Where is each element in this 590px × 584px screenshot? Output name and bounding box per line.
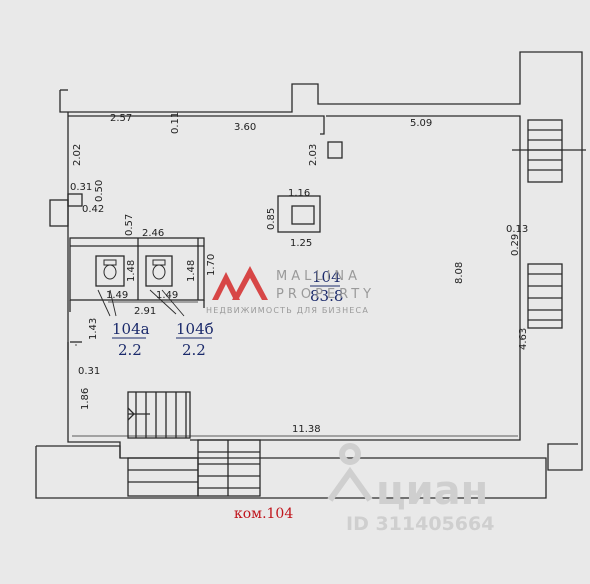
stair-right-upper bbox=[527, 119, 563, 183]
walls bbox=[35, 51, 586, 499]
dim-11-38: 11.38 bbox=[292, 424, 321, 435]
dim-0-57: 0.57 bbox=[124, 214, 135, 236]
watermark-brand2: PROPERTY bbox=[276, 287, 375, 302]
dim-2-46: 2.46 bbox=[142, 228, 164, 239]
dim-0-85: 0.85 bbox=[266, 208, 277, 230]
dim-1-49-b: 1.49 bbox=[156, 290, 178, 301]
stair-block-left bbox=[127, 391, 191, 439]
inner-wall-top bbox=[68, 115, 325, 135]
outer-wall-top bbox=[59, 51, 583, 471]
column-left bbox=[49, 199, 69, 227]
stair-block-bottom-right bbox=[197, 439, 261, 497]
cian-logo-icon bbox=[327, 443, 373, 502]
ventilation-shaft bbox=[277, 195, 321, 233]
room-104a-number: 104a bbox=[112, 320, 150, 338]
wall-niche bbox=[327, 141, 343, 159]
wc-b-enclosure bbox=[145, 255, 173, 287]
watermark-cian-id: ID 311405664 bbox=[346, 513, 494, 535]
wc-a-enclosure bbox=[95, 255, 125, 287]
room-104-number: 104 bbox=[312, 268, 341, 286]
dim-1-25: 1.25 bbox=[290, 238, 312, 249]
dim-1-48-a: 1.48 bbox=[126, 260, 137, 282]
dim-2-03: 2.03 bbox=[308, 144, 319, 166]
stair-block-bottom-left bbox=[127, 457, 199, 497]
dim-3-60: 3.60 bbox=[234, 122, 256, 133]
stair-right-lower bbox=[527, 263, 563, 329]
dim-1-86: 1.86 bbox=[80, 388, 91, 410]
room-104b-area: 2.2 bbox=[182, 341, 206, 359]
dim-0-42: 0.42 bbox=[82, 204, 104, 215]
inner-wall-right bbox=[190, 115, 521, 441]
dim-2-57: 2.57 bbox=[110, 113, 132, 124]
foundation-strip bbox=[35, 445, 547, 499]
dim-0-13: 0.13 bbox=[506, 224, 528, 235]
dim-0-50: 0.50 bbox=[94, 180, 105, 202]
mallina-logo-icon bbox=[212, 266, 268, 300]
dimension-lines bbox=[72, 301, 518, 437]
dim-2-91: 2.91 bbox=[134, 306, 156, 317]
wc-block-outline bbox=[69, 237, 205, 301]
dim-1-43: 1.43 bbox=[88, 318, 99, 340]
dim-1-16: 1.16 bbox=[288, 188, 310, 199]
dim-4-63: 4.63 bbox=[518, 328, 529, 350]
plan-caption: ком.104 bbox=[234, 506, 293, 522]
dim-1-70: 1.70 bbox=[206, 254, 217, 276]
dim-8-08: 8.08 bbox=[454, 262, 465, 284]
dim-1-49-a: 1.49 bbox=[106, 290, 128, 301]
dim-2-02: 2.02 bbox=[72, 144, 83, 166]
dim-0-29: 0.29 bbox=[510, 234, 521, 256]
dim-5-09: 5.09 bbox=[410, 118, 432, 129]
room-104a-area: 2.2 bbox=[118, 341, 142, 359]
toilet-icon bbox=[103, 259, 166, 280]
watermark-tagline: НЕДВИЖИМОСТЬ ДЛЯ БИЗНЕСА bbox=[206, 306, 369, 315]
room-104-area: 83.8 bbox=[310, 287, 343, 305]
niche-left bbox=[67, 193, 83, 207]
dim-0-11: 0.11 bbox=[170, 112, 181, 134]
watermark-cian: циан bbox=[376, 468, 488, 514]
dim-0-31-top: 0.31 bbox=[70, 182, 92, 193]
ventilation-shaft-inner bbox=[291, 205, 315, 225]
dim-1-48-b: 1.48 bbox=[186, 260, 197, 282]
dim-0-31-low: 0.31 bbox=[78, 366, 100, 377]
room-104b-number: 104б bbox=[176, 320, 214, 338]
watermark-brand: MALLINA bbox=[276, 269, 361, 284]
